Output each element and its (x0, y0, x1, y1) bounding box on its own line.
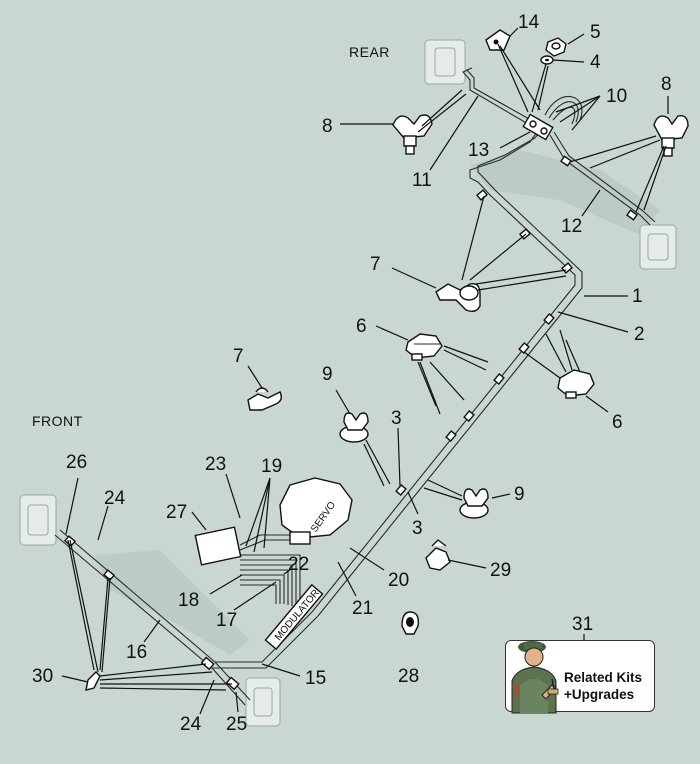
callout-25: 25 (226, 714, 247, 735)
rear-cross-pipes (462, 67, 656, 226)
pipe-clip-7-lower (247, 387, 283, 411)
callout-26: 26 (66, 452, 87, 473)
related-kits-upgrades-button[interactable]: Related Kits +Upgrades (505, 640, 658, 714)
callout-9-upper: 9 (322, 364, 333, 385)
pipe-clips-on-run (64, 155, 638, 691)
rear-label: REAR (349, 44, 390, 60)
pipe-clip-9-upper (339, 412, 369, 443)
leader-lines (61, 27, 669, 715)
pipe-clip-8-left (392, 114, 433, 155)
callout-numbers: 1 2 3 3 4 5 6 6 7 7 8 8 9 9 10 11 12 13 … (32, 12, 672, 735)
callout-19: 19 (261, 456, 282, 477)
callout-27: 27 (166, 502, 187, 523)
pipe-clip-30 (85, 671, 101, 691)
callout-6-middle: 6 (356, 316, 367, 337)
bracket-14 (485, 29, 511, 51)
related-kits-line1: Related Kits (564, 670, 643, 685)
callout-22: 22 (288, 554, 309, 575)
callout-8-left: 8 (322, 116, 333, 137)
callout-21: 21 (352, 598, 373, 619)
pipe-clip-6-middle (405, 333, 443, 361)
callout-24-lower: 24 (180, 714, 202, 735)
callout-2: 2 (634, 324, 645, 345)
callout-20: 20 (388, 570, 409, 591)
callout-15: 15 (305, 668, 326, 689)
pipe-clip-29 (425, 539, 451, 571)
rear-valve-13 (522, 113, 554, 141)
callout-23: 23 (205, 454, 226, 475)
modeller-figure-icon (511, 641, 559, 714)
callout-3-upper: 3 (391, 408, 402, 429)
washer-4 (540, 55, 554, 65)
callout-1: 1 (632, 286, 643, 307)
nut-5 (545, 37, 567, 57)
callout-6-right: 6 (612, 412, 623, 433)
rear-axle (424, 39, 677, 270)
pipe-clip-6-right (557, 369, 595, 399)
servo-unit: SERVO (279, 477, 353, 545)
callout-7-lower: 7 (233, 346, 244, 367)
chassis-ghost (95, 150, 660, 655)
callout-4: 4 (590, 52, 601, 73)
pipe-clip-9-lower (459, 488, 489, 519)
callout-12: 12 (561, 216, 582, 237)
callout-14: 14 (518, 12, 540, 33)
callout-18: 18 (178, 590, 199, 611)
related-kits-line2: +Upgrades (564, 687, 635, 702)
front-label: FRONT (32, 413, 83, 429)
callout-8-right: 8 (661, 74, 672, 95)
callout-28: 28 (398, 666, 419, 687)
pipe-clip-8-right (653, 115, 689, 157)
pipe-clip-28 (401, 611, 420, 635)
callout-30: 30 (32, 666, 53, 687)
junction-box-27 (194, 526, 242, 566)
related-kits-label: Related Kits +Upgrades (564, 669, 658, 703)
pipe-clip-7-upper (435, 283, 481, 313)
callout-9-lower: 9 (514, 484, 525, 505)
callout-16: 16 (126, 642, 147, 663)
callout-24-upper: 24 (104, 488, 126, 509)
callout-5: 5 (590, 22, 601, 43)
callout-3-lower: 3 (412, 518, 423, 539)
callout-10: 10 (606, 86, 627, 107)
main-pipe-run (311, 124, 583, 617)
callout-11: 11 (412, 170, 432, 191)
callout-29: 29 (490, 560, 511, 581)
callout-31: 31 (572, 614, 593, 635)
callout-17: 17 (216, 610, 237, 631)
callout-13: 13 (468, 140, 489, 161)
callout-7-upper: 7 (370, 254, 381, 275)
front-axle (19, 494, 281, 727)
